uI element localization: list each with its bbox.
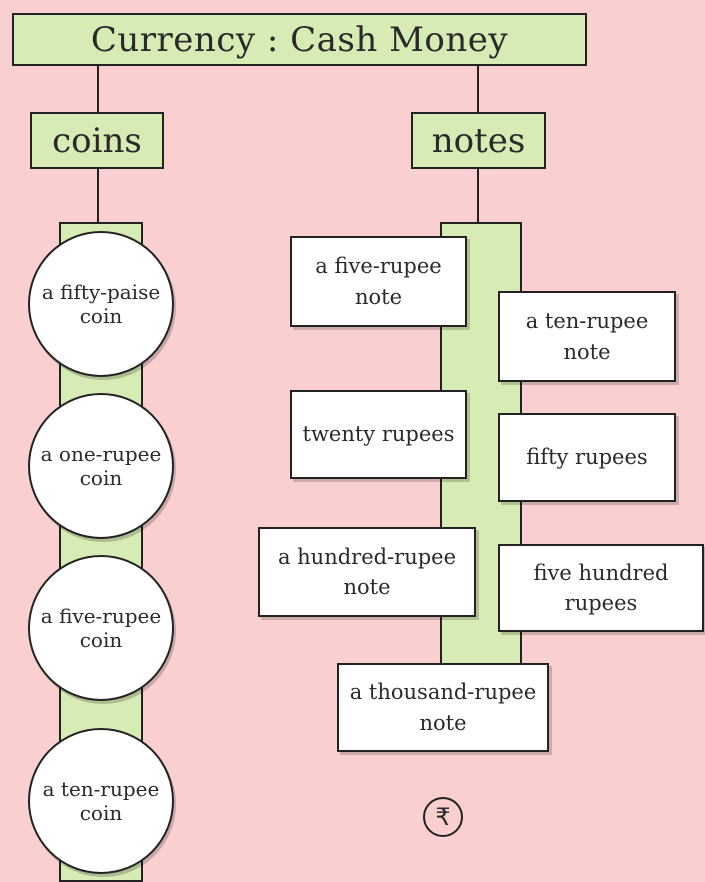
connector-coins-strip (97, 169, 99, 223)
note-fifty-rupees: fifty rupees (498, 413, 676, 502)
diagram-title: Currency : Cash Money (12, 13, 587, 66)
coin-five-rupee: a five-rupee coin (28, 555, 174, 701)
note-five-hundred-rupees: five hundred rupees (498, 544, 704, 632)
note-hundred-rupee: a hundred-rupee note (258, 527, 476, 617)
connector-notes-strip (477, 169, 479, 223)
note-five-rupee: a five-rupee note (290, 236, 467, 327)
connector-title-coins (97, 66, 99, 112)
note-thousand-rupee: a thousand-rupee note (337, 663, 549, 752)
connector-title-notes (477, 66, 479, 112)
notes-header: notes (411, 112, 546, 169)
note-ten-rupee: a ten-rupee note (498, 291, 676, 382)
rupee-symbol-icon: ₹ (423, 797, 463, 837)
coin-ten-rupee: a ten-rupee coin (28, 728, 174, 874)
note-twenty-rupees: twenty rupees (290, 390, 467, 479)
coin-one-rupee: a one-rupee coin (28, 393, 174, 539)
coins-header: coins (30, 112, 164, 169)
coin-fifty-paise: a fifty-paise coin (28, 231, 174, 377)
